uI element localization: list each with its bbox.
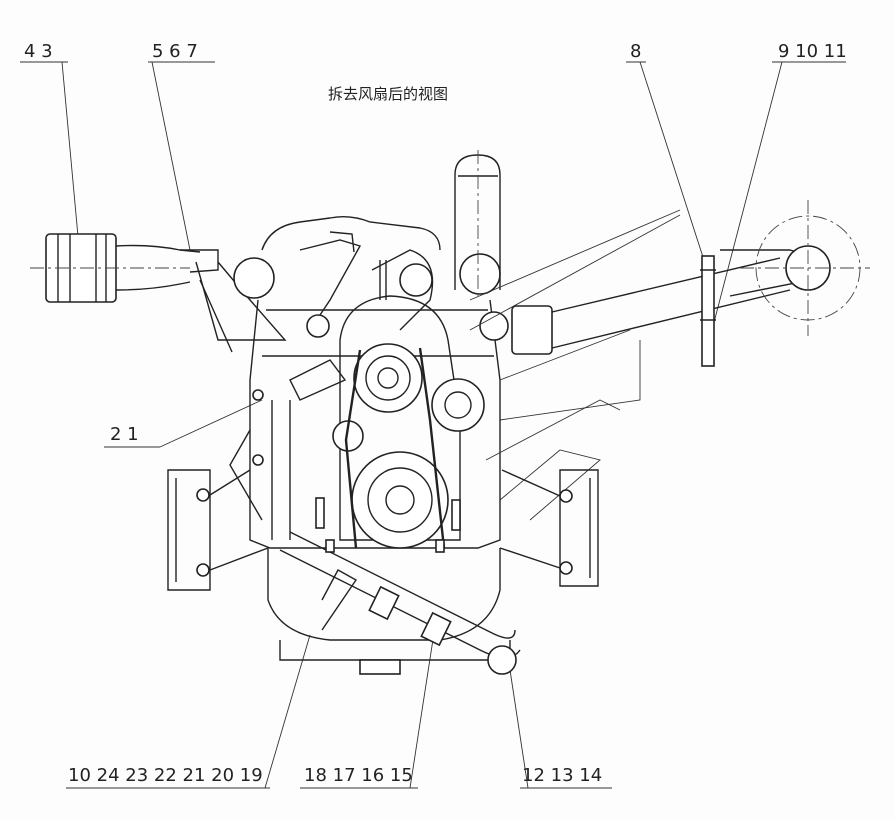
- callout-9-10-11: 9 10 11: [778, 41, 847, 62]
- callout-2-1: 2 1: [110, 424, 139, 445]
- callout-12-13-14: 12 13 14: [522, 765, 602, 786]
- right-brackets: [469, 209, 681, 521]
- callout-8-leader: [639, 61, 713, 286]
- drive-belt: [344, 347, 446, 549]
- engine-mount-right: [499, 469, 599, 587]
- air-intake-cylinder: [30, 233, 190, 303]
- pipe-clamp-8: [700, 255, 716, 367]
- view-title: 拆去风扇后的视图: [328, 85, 448, 103]
- turbo-inlet-right: [459, 253, 501, 295]
- air-filter-right: [740, 200, 870, 336]
- exhaust-stack: [454, 150, 501, 300]
- callout-18-15-leader: [409, 619, 437, 789]
- callout-2-1-leader: [159, 399, 263, 448]
- front-cover: [332, 249, 485, 549]
- left-vertical-pipe: [252, 389, 291, 540]
- callout-5-6-7: 5 6 7: [152, 41, 198, 62]
- callout-5-6-7-leader: [151, 61, 191, 251]
- crankshaft-pulley: [351, 451, 449, 549]
- alternator-pulley: [431, 378, 485, 432]
- callout-18-15: 18 17 16 15: [304, 765, 413, 786]
- callout-12-13-14-leader: [509, 669, 529, 789]
- oil-sump-plug: [359, 659, 401, 675]
- turbo-inlet-left: [233, 257, 275, 299]
- callout-4-3: 4 3: [24, 41, 53, 62]
- block-bolts: [315, 497, 461, 553]
- upper-hose-assembly: [289, 231, 387, 401]
- callout-9-10-11-leader: [711, 61, 783, 331]
- engine-mount-left: [167, 429, 269, 591]
- turbo-outlet: [479, 249, 812, 355]
- water-pump-pulley: [353, 343, 423, 413]
- callout-10-24-19: 10 24 23 22 21 20 19: [68, 765, 263, 786]
- callout-8: 8: [630, 41, 641, 62]
- fan-hub: [399, 263, 433, 297]
- lower-coolant-pipe: [279, 531, 521, 675]
